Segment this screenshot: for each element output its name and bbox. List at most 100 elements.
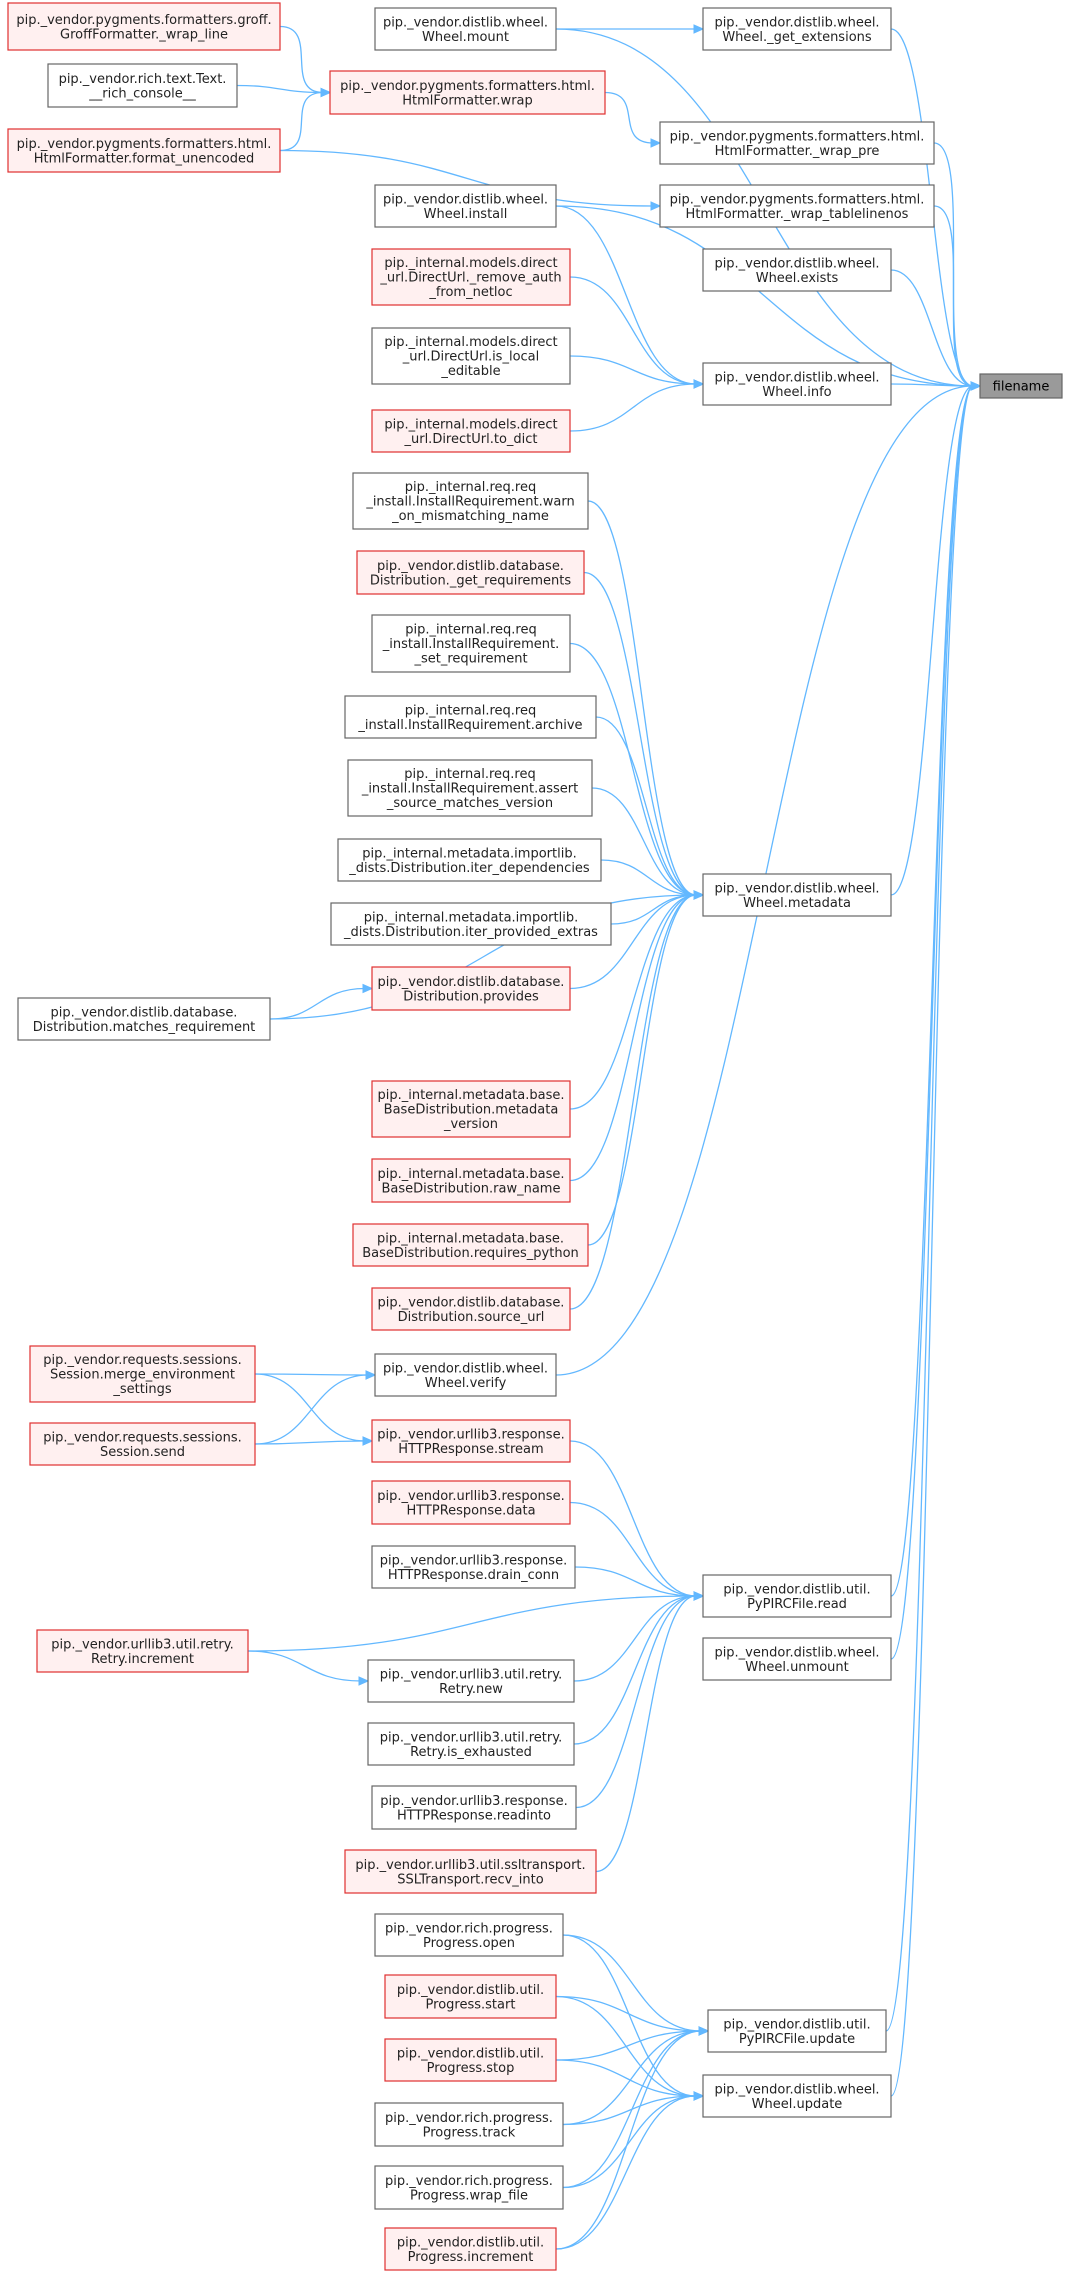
node-to-dict[interactable]: pip._internal.models.direct_url.DirectUr… [371,409,571,453]
node-label-line: _url.DirectUrl._remove_auth [379,271,561,286]
node-label-line: Wheel.verify [425,1376,507,1391]
node-retry-new[interactable]: pip._vendor.urllib3.util.retry.Retry.new [367,1659,575,1703]
edge-line [236,84,324,94]
edge-get_requirements-to-wheel_metadata [583,571,705,900]
node-box [29,1422,256,1466]
node-label-line: Wheel.info [762,385,831,400]
node-label-line: Progress.start [426,1997,516,2012]
edge-line [569,1501,697,1597]
node-label-line: _url.DirectUrl.to_dict [403,432,537,447]
node-drain-conn[interactable]: pip._vendor.urllib3.response.HTTPRespons… [371,1545,576,1589]
node-pypirc-update[interactable]: pip._vendor.distlib.util.PyPIRCFile.upda… [707,2009,887,2053]
node-label-line: _settings [112,1382,172,1397]
edge-line [562,2095,697,2126]
node-source-url[interactable]: pip._vendor.distlib.database.Distributio… [371,1287,571,1331]
node-assert-source[interactable]: pip._internal.req.req_install.InstallReq… [347,759,593,817]
node-progress-start[interactable]: pip._vendor.distlib.util.Progress.start [384,1974,557,2019]
node-label-line: pip._internal.metadata.importlib. [364,910,578,925]
node-raw-name[interactable]: pip._internal.metadata.base.BaseDistribu… [371,1158,571,1203]
node-html-format-unenc[interactable]: pip._vendor.pygments.formatters.html.Htm… [7,128,281,173]
edge-progress_increment-to-wheel_update [555,2091,705,2250]
node-box [702,362,892,406]
node-html-wrap[interactable]: pip._vendor.pygments.formatters.html.Htm… [329,70,606,115]
node-box [7,128,281,173]
node-wheel-verify[interactable]: pip._vendor.distlib.wheel.Wheel.verify [374,1353,557,1397]
node-html-wrap-pre[interactable]: pip._vendor.pygments.formatters.html.Htm… [659,121,935,165]
edge-line [269,987,366,1020]
node-warn-mismatch[interactable]: pip._internal.req.req_install.InstallReq… [352,472,589,530]
edge-line [254,1440,366,1445]
node-merge-env[interactable]: pip._vendor.requests.sessions.Session.me… [29,1345,256,1403]
node-label-line: pip._vendor.pygments.formatters.html. [17,137,272,152]
node-progress-open[interactable]: pip._vendor.rich.progress.Progress.open [374,1913,564,1957]
edge-line [247,1595,697,1652]
node-label-line: pip._vendor.distlib.wheel. [714,2082,879,2097]
node-wheel-unmount[interactable]: pip._vendor.distlib.wheel.Wheel.unmount [702,1637,892,1681]
node-label-line: filename [993,380,1050,395]
node-progress-wrap-file[interactable]: pip._vendor.rich.progress.Progress.wrap_… [374,2165,564,2210]
node-archive[interactable]: pip._internal.req.req_install.InstallReq… [344,695,597,739]
node-progress-track[interactable]: pip._vendor.rich.progress.Progress.track [374,2102,564,2147]
node-iter-deps[interactable]: pip._internal.metadata.importlib._dists.… [337,838,602,882]
node-recv-into[interactable]: pip._vendor.urllib3.util.ssltransport.SS… [344,1849,597,1894]
node-metadata-version[interactable]: pip._internal.metadata.base.BaseDistribu… [371,1080,571,1138]
node-label-line: pip._vendor.distlib.util. [397,1983,544,1998]
node-label-line: _dists.Distribution.iter_provided_extras [343,925,598,940]
node-wheel-mount[interactable]: pip._vendor.distlib.wheel.Wheel.mount [374,7,557,51]
node-rich-console[interactable]: pip._vendor.rich.text.Text.__rich_consol… [47,63,238,108]
node-label-line: HtmlFormatter.format_unencoded [34,151,255,166]
node-http-stream[interactable]: pip._vendor.urllib3.response.HTTPRespons… [371,1419,571,1463]
node-session-send[interactable]: pip._vendor.requests.sessions.Session.se… [29,1422,256,1466]
edge-retry_increment-to-retry_new [247,1650,370,1686]
node-label-line: Session.send [100,1445,185,1460]
node-requires-python[interactable]: pip._internal.metadata.base.BaseDistribu… [352,1223,589,1267]
node-box [371,1287,571,1331]
node-label-line: BaseDistribution.requires_python [362,1246,579,1261]
node-label-line: Progress.increment [408,2250,534,2265]
node-box [371,966,571,1011]
node-pypirc-read[interactable]: pip._vendor.distlib.util.PyPIRCFile.read [702,1574,892,1618]
node-wheel-install[interactable]: pip._vendor.distlib.wheel.Wheel.install [374,184,557,228]
node-retry-exhausted[interactable]: pip._vendor.urllib3.util.retry.Retry.is_… [367,1722,575,1766]
node-retry-increment[interactable]: pip._vendor.urllib3.util.retry.Retry.inc… [36,1629,249,1673]
edge-merge_env-to-http_stream [254,1373,374,1446]
edge-line [569,355,697,385]
node-set-requirement[interactable]: pip._internal.req.req_install.InstallReq… [371,614,571,673]
node-label-line: Distribution._get_requirements [370,573,572,588]
node-wheel-exists[interactable]: pip._vendor.distlib.wheel.Wheel.exists [702,248,892,292]
node-label-line: HTTPResponse.readinto [397,1808,551,1823]
node-matches-req[interactable]: pip._vendor.distlib.database.Distributio… [17,997,271,1041]
edge-arrowhead [362,983,374,994]
edge-line [569,642,697,896]
node-wheel-metadata[interactable]: pip._vendor.distlib.wheel.Wheel.metadata [702,873,892,917]
node-wheel-update[interactable]: pip._vendor.distlib.wheel.Wheel.update [702,2074,892,2118]
edge-arrowhead [693,2091,705,2101]
edge-line [600,859,697,896]
node-box [330,902,612,946]
node-box [979,373,1063,399]
node-get-requirements[interactable]: pip._vendor.distlib.database.Distributio… [356,550,585,595]
node-box [47,63,238,108]
node-http-data[interactable]: pip._vendor.urllib3.response.HTTPRespons… [371,1480,571,1525]
node-remove-auth[interactable]: pip._internal.models.direct_url.DirectUr… [371,248,571,306]
node-progress-stop[interactable]: pip._vendor.distlib.util.Progress.stop [384,2038,557,2082]
node-wheel-get-ext[interactable]: pip._vendor.distlib.wheel.Wheel._get_ext… [702,7,892,51]
node-label-line: PyPIRCFile.update [739,2032,855,2047]
node-readinto[interactable]: pip._vendor.urllib3.response.HTTPRespons… [371,1785,577,1830]
node-is-local-editable[interactable]: pip._internal.models.direct_url.DirectUr… [371,327,571,385]
edge-line [279,25,324,94]
node-label-line: Wheel.exists [756,271,839,286]
node-filename: filename [979,373,1063,399]
node-label-line: pip._vendor.urllib3.response. [377,1427,564,1442]
node-label-line: Distribution.provides [403,989,539,1004]
node-iter-extras[interactable]: pip._internal.metadata.importlib._dists.… [330,902,612,946]
node-groff-wrap[interactable]: pip._vendor.pygments.formatters.groff.Gr… [7,2,281,51]
node-provides[interactable]: pip._vendor.distlib.database.Distributio… [371,966,571,1011]
node-wheel-info[interactable]: pip._vendor.distlib.wheel.Wheel.info [702,362,892,406]
edge-readinto-to-pypirc_read [575,1591,705,1809]
edge-line [254,1374,369,1445]
node-progress-increment[interactable]: pip._vendor.distlib.util.Progress.increm… [384,2227,557,2271]
node-box [384,1974,557,2019]
node-html-wrap-table[interactable]: pip._vendor.pygments.formatters.html.Htm… [659,184,935,228]
edge-drain_conn-to-pypirc_read [574,1566,705,1601]
